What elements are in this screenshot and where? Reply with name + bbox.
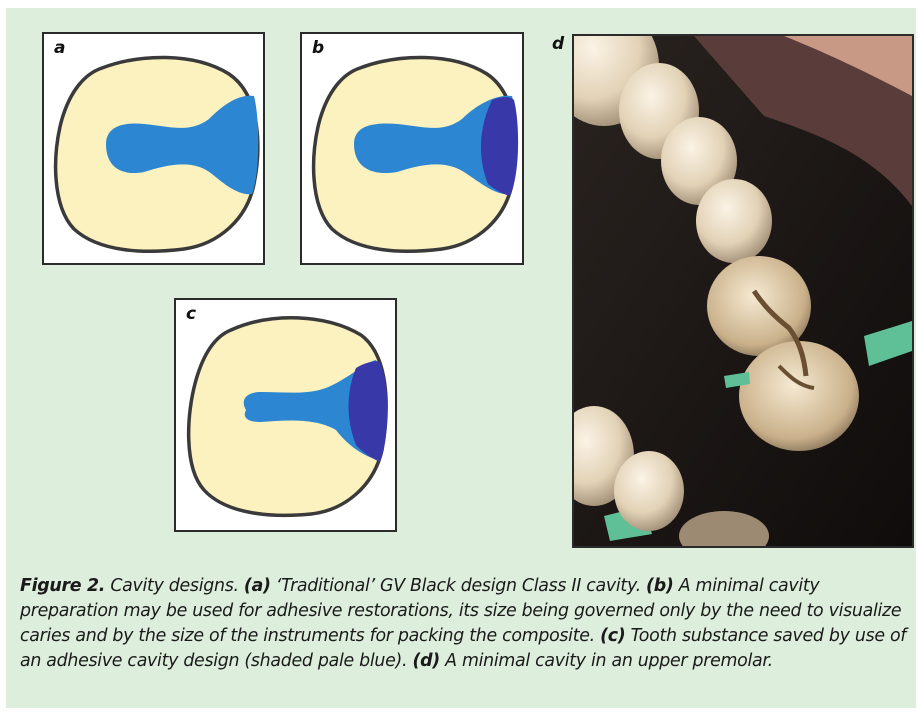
clinical-photo-upper-premolar (574, 36, 912, 546)
panel-c-adhesive-design: c (174, 298, 397, 532)
panel-c-label: c (186, 304, 196, 324)
panel-b-minimal-cavity: b (300, 32, 524, 265)
caption-c-marker: (c) (600, 626, 625, 646)
caption-d-marker: (d) (412, 651, 439, 671)
panel-b-illustration (302, 34, 522, 263)
caption-figure-label: Figure 2. (20, 576, 105, 596)
panel-b-label: b (312, 38, 324, 58)
panel-a-illustration (44, 34, 263, 263)
panel-d-clinical-photo (572, 34, 914, 548)
panel-c-illustration (176, 300, 395, 530)
panel-a-traditional-cavity: a (42, 32, 265, 265)
caption-a-text: ‘Traditional’ GV Black design Class II c… (271, 576, 646, 596)
panel-a-label: a (54, 38, 65, 58)
caption-d-text: A minimal cavity in an upper premolar. (440, 651, 773, 671)
figure-background: a b c d (6, 8, 916, 708)
figure-caption: Figure 2. Cavity designs. (a) ‘Tradition… (20, 574, 918, 674)
caption-a-marker: (a) (244, 576, 271, 596)
caption-title: Cavity designs. (105, 576, 244, 596)
caption-b-marker: (b) (646, 576, 673, 596)
panel-d-label: d (552, 34, 564, 54)
